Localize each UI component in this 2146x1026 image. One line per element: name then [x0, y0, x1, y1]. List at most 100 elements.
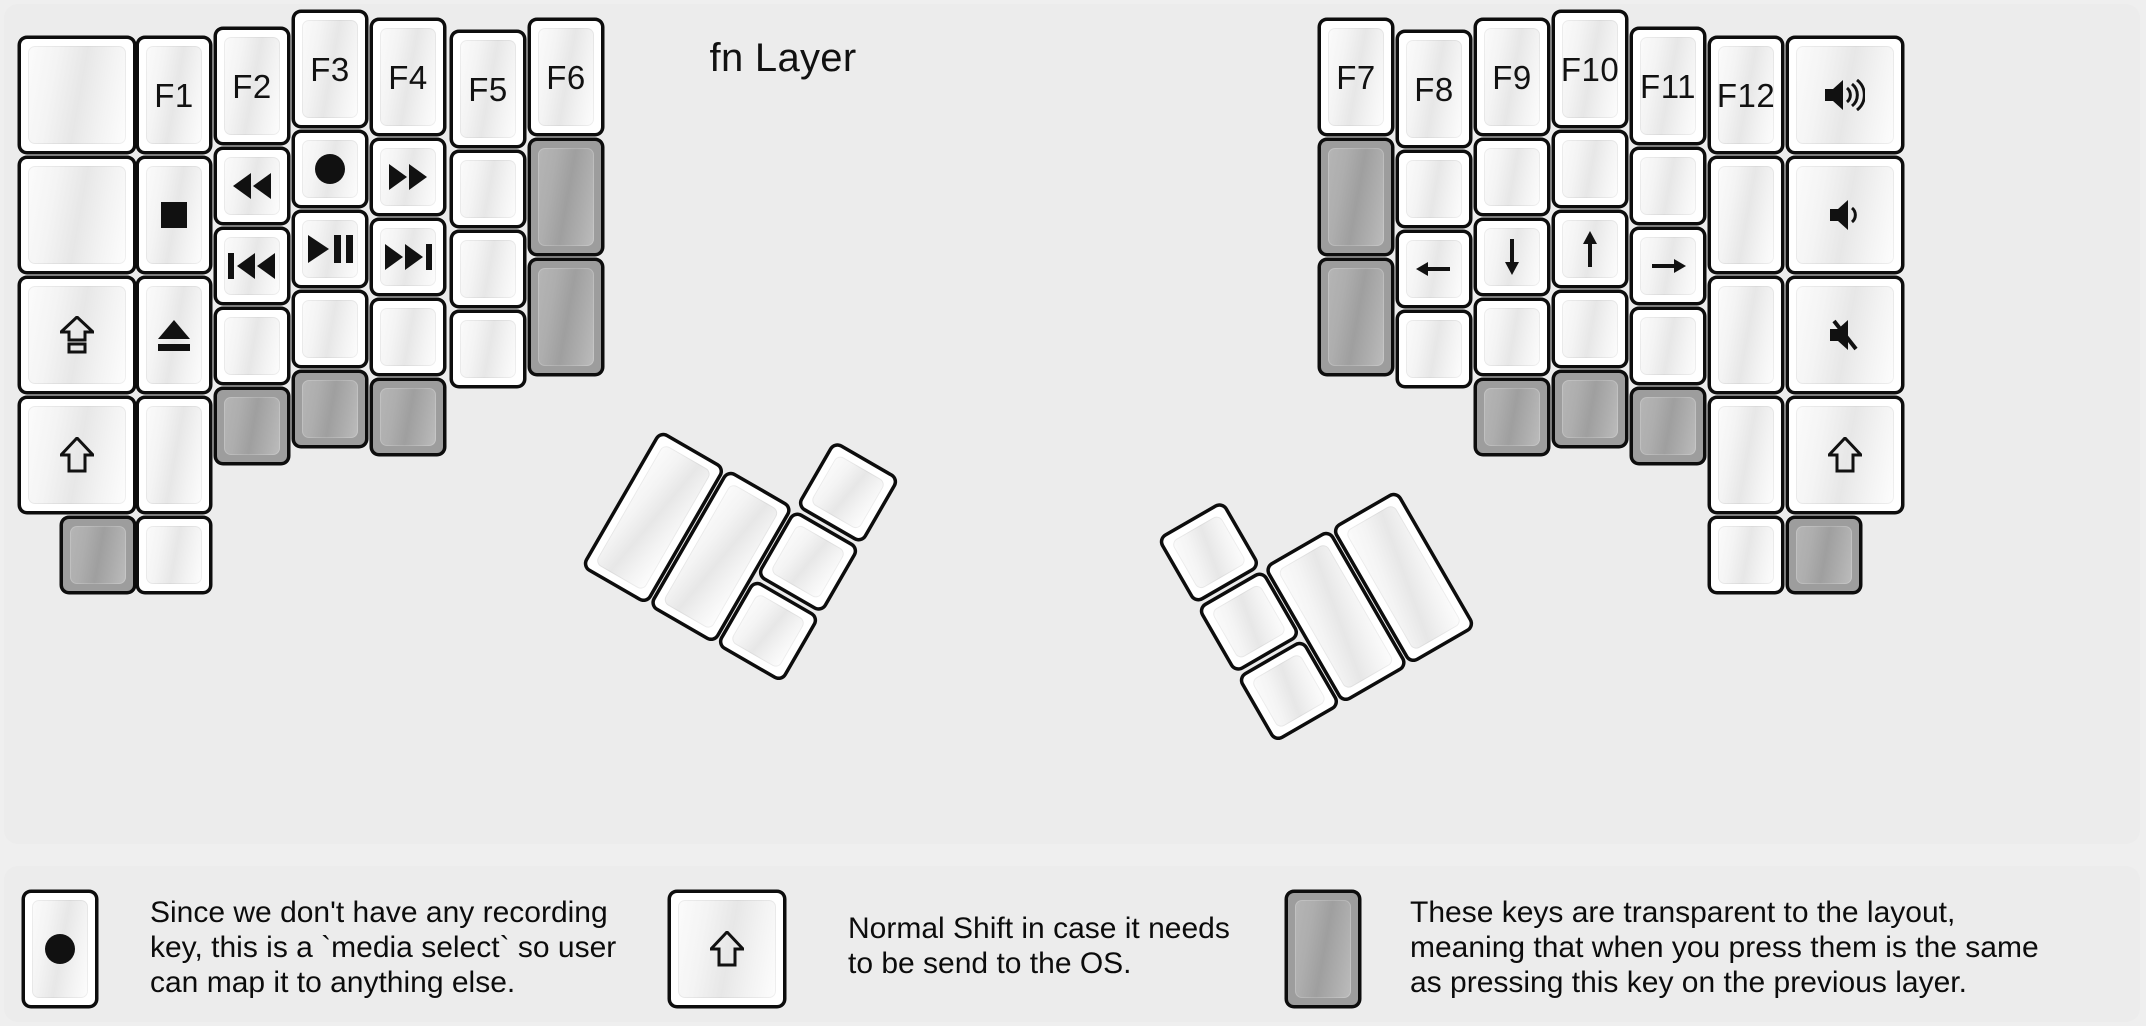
key-left-col-index-1[interactable]	[370, 138, 446, 216]
keycap-face	[1406, 320, 1462, 378]
key-right-col-pinky-outer-3[interactable]	[1786, 396, 1904, 514]
key-left-col-inner-0[interactable]: F5	[450, 30, 526, 148]
key-right-col-pinky-2[interactable]	[1708, 276, 1784, 394]
keycap-face: F2	[224, 37, 280, 135]
key-right-col-pinky-outer-2[interactable]	[1786, 276, 1904, 394]
key-left-col-middle-3[interactable]	[292, 290, 368, 368]
keycap-face	[224, 157, 280, 215]
keycap-legend	[1328, 268, 1384, 366]
keycap-face: F3	[302, 20, 358, 118]
key-left-col-index-3[interactable]	[370, 298, 446, 376]
keycap-legend	[1640, 397, 1696, 455]
key-left-col-ring-4[interactable]	[214, 387, 290, 465]
key-right-col-index-4[interactable]	[1474, 378, 1550, 456]
key-left-col-pinky-outer-1[interactable]	[18, 156, 136, 274]
key-right-col-middle-2[interactable]	[1552, 210, 1628, 288]
key-left-col-pinky-outer-2[interactable]	[18, 276, 136, 394]
key-right-col-inner-0[interactable]: F8	[1396, 30, 1472, 148]
key-right-col-ring-2[interactable]	[1630, 227, 1706, 305]
key-right-col-ring-4[interactable]	[1630, 387, 1706, 465]
keycap-face	[1562, 140, 1618, 198]
key-right-col-inner-most-0[interactable]: F7	[1318, 18, 1394, 136]
key-left-col-pinky-outer-4[interactable]	[60, 516, 136, 594]
key-left-col-inner-most-0[interactable]: F6	[528, 18, 604, 136]
legend-note-2: These keys are transparent to the layout…	[1410, 896, 2039, 1000]
key-right-col-inner-2[interactable]	[1396, 230, 1472, 308]
eject-icon	[146, 286, 202, 384]
keycap-face	[1640, 237, 1696, 295]
key-right-col-pinky-outer-4[interactable]	[1786, 516, 1862, 594]
keycap-legend	[1718, 166, 1774, 264]
key-right-col-ring-1[interactable]	[1630, 147, 1706, 225]
key-left-col-pinky-2[interactable]	[136, 276, 212, 394]
key-right-col-pinky-1[interactable]	[1708, 156, 1784, 274]
play-pause-icon	[302, 220, 358, 278]
key-right-col-middle-3[interactable]	[1552, 290, 1628, 368]
key-left-col-middle-4[interactable]	[292, 370, 368, 448]
keycap-legend	[460, 240, 516, 298]
key-right-col-middle-4[interactable]	[1552, 370, 1628, 448]
keycap-face	[1562, 220, 1618, 278]
volume-down-icon	[1796, 166, 1894, 264]
legend-note-text-2: These keys are transparent to the layout…	[1410, 896, 2039, 999]
key-right-col-inner-most-2[interactable]	[1318, 258, 1394, 376]
key-right-col-inner-1[interactable]	[1396, 150, 1472, 228]
key-left-col-inner-2[interactable]	[450, 230, 526, 308]
volume-up-icon	[1796, 46, 1894, 144]
key-left-col-index-0[interactable]: F4	[370, 18, 446, 136]
key-left-col-ring-1[interactable]	[214, 147, 290, 225]
keycap-face	[1210, 583, 1288, 660]
key-right-col-ring-0[interactable]: F11	[1630, 27, 1706, 145]
keycap-face	[1406, 160, 1462, 218]
key-left-col-inner-1[interactable]	[450, 150, 526, 228]
keycap-legend: F6	[546, 58, 586, 96]
legend-key-1[interactable]	[668, 890, 786, 1008]
key-right-col-inner-3[interactable]	[1396, 310, 1472, 388]
key-left-col-index-4[interactable]	[370, 378, 446, 456]
key-left-col-middle-1[interactable]	[292, 130, 368, 208]
key-left-col-pinky-outer-3[interactable]	[18, 396, 136, 514]
legend-key-2[interactable]	[1285, 890, 1361, 1008]
key-right-col-inner-most-1[interactable]	[1318, 138, 1394, 256]
key-left-col-pinky-3[interactable]	[136, 396, 212, 514]
key-left-col-pinky-4[interactable]	[136, 516, 212, 594]
key-right-col-middle-0[interactable]: F10	[1552, 10, 1628, 128]
key-right-col-middle-1[interactable]	[1552, 130, 1628, 208]
key-right-col-pinky-4[interactable]	[1708, 516, 1784, 594]
keycap-legend	[1718, 406, 1774, 504]
key-left-col-pinky-outer-0[interactable]	[18, 36, 136, 154]
key-right-col-index-3[interactable]	[1474, 298, 1550, 376]
key-right-col-pinky-outer-0[interactable]	[1786, 36, 1904, 154]
keycap-face	[1640, 157, 1696, 215]
key-left-col-ring-3[interactable]	[214, 307, 290, 385]
key-left-col-middle-0[interactable]: F3	[292, 10, 368, 128]
keycap-legend: F7	[1336, 58, 1376, 96]
key-right-col-index-2[interactable]	[1474, 218, 1550, 296]
legend-key-0[interactable]	[22, 890, 98, 1008]
keycap-legend	[730, 593, 806, 669]
keycap-face	[146, 166, 202, 264]
key-left-col-inner-most-2[interactable]	[528, 258, 604, 376]
key-right-col-pinky-0[interactable]: F12	[1708, 36, 1784, 154]
keycap-face	[1328, 268, 1384, 366]
key-left-col-pinky-1[interactable]	[136, 156, 212, 274]
key-left-col-inner-3[interactable]	[450, 310, 526, 388]
key-right-col-pinky-3[interactable]	[1708, 396, 1784, 514]
key-right-col-index-1[interactable]	[1474, 138, 1550, 216]
key-right-col-pinky-outer-1[interactable]	[1786, 156, 1904, 274]
key-left-col-index-2[interactable]	[370, 218, 446, 296]
keycap-legend	[1211, 583, 1287, 659]
keycap-face	[302, 380, 358, 438]
keycap-legend	[224, 397, 280, 455]
key-left-col-ring-0[interactable]: F2	[214, 27, 290, 145]
keycap-face	[224, 397, 280, 455]
keycap-legend	[224, 317, 280, 375]
key-right-col-index-0[interactable]: F9	[1474, 18, 1550, 136]
key-left-col-ring-2[interactable]	[214, 227, 290, 305]
key-left-col-inner-most-1[interactable]	[528, 138, 604, 256]
key-right-col-ring-3[interactable]	[1630, 307, 1706, 385]
keycap-legend	[538, 268, 594, 366]
key-left-col-pinky-0[interactable]: F1	[136, 36, 212, 154]
keycap-face: F6	[538, 28, 594, 126]
key-left-col-middle-2[interactable]	[292, 210, 368, 288]
